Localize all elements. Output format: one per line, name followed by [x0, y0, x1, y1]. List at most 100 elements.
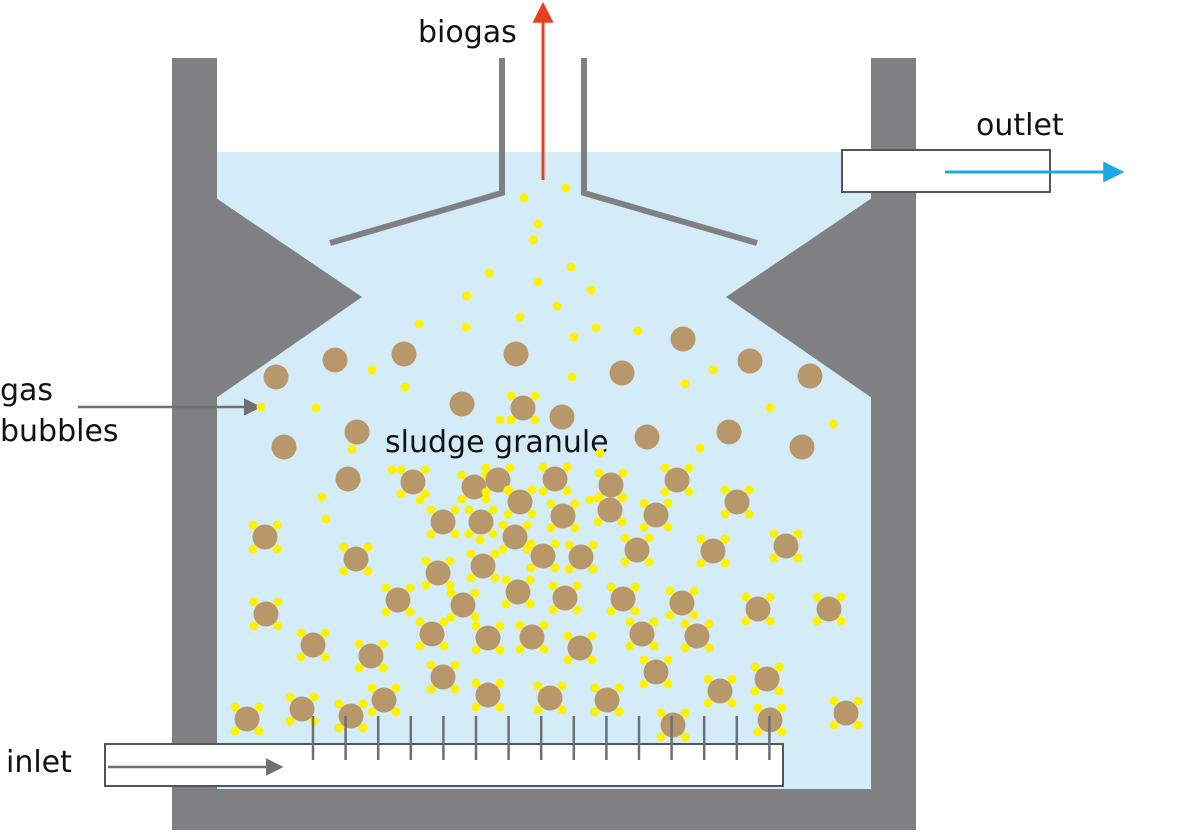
attached-gas-bubble [526, 539, 536, 549]
attached-gas-bubble [703, 674, 713, 684]
gas-bubble [595, 448, 605, 458]
attached-gas-bubble [533, 705, 543, 715]
attached-gas-bubble [539, 644, 549, 654]
sludge-granule-with-bubbles [426, 660, 460, 694]
gas-bubble [256, 402, 266, 412]
attached-gas-bubble [354, 663, 364, 673]
sludge-granule [502, 524, 528, 550]
attached-gas-bubble [644, 533, 654, 543]
sludge-granule [754, 666, 780, 692]
sludge-granule [624, 537, 650, 563]
sludge-granule-with-bubbles [501, 575, 535, 609]
attached-gas-bubble [704, 619, 714, 629]
attached-gas-bubble [354, 639, 364, 649]
attached-gas-bubble [230, 702, 240, 712]
sludge-granule-with-bubbles [639, 655, 673, 689]
sludge-granule-with-bubbles [620, 533, 654, 567]
attached-gas-bubble [488, 529, 498, 539]
gas-bubbles-label-line2: bubbles [0, 414, 119, 449]
sludge-granule-with-bubbles [481, 463, 515, 497]
sludge-granule-with-bubbles [538, 462, 572, 496]
attached-gas-bubble [617, 517, 627, 527]
sludge-granule-with-bubbles [741, 592, 775, 626]
sludge-granule [716, 419, 742, 445]
attached-gas-bubble [405, 607, 415, 617]
sludge-granule [335, 466, 361, 492]
attached-gas-bubble [420, 465, 430, 475]
gas-bubble [533, 219, 543, 229]
sludge-granule-with-bubbles [230, 702, 264, 736]
sludge-granule-label: sludge granule [385, 425, 609, 460]
attached-gas-bubble [765, 616, 775, 626]
attached-gas-bubble [564, 540, 574, 550]
attached-gas-bubble [720, 485, 730, 495]
attached-gas-bubble [617, 493, 627, 503]
sludge-granule-with-bubbles [606, 582, 640, 616]
attached-gas-bubble [774, 662, 784, 672]
sludge-granule-with-bubbles [590, 683, 624, 717]
sludge-granule-with-bubbles [296, 628, 330, 662]
attached-gas-bubble [471, 621, 481, 631]
sludge-granule [594, 687, 620, 713]
attached-gas-bubble [614, 707, 624, 717]
attached-gas-bubble [590, 707, 600, 717]
sludge-granule-with-bubbles [506, 391, 540, 425]
attached-gas-bubble [254, 726, 264, 736]
attached-gas-bubble [689, 586, 699, 596]
attached-gas-bubble [450, 529, 460, 539]
attached-gas-bubble [522, 520, 532, 530]
gas-bubble [475, 535, 485, 545]
gas-bubble [680, 379, 690, 389]
attached-gas-bubble [572, 605, 582, 615]
sludge-granule-with-bubbles [464, 505, 498, 539]
attached-gas-bubble [720, 558, 730, 568]
attached-gas-bubble [727, 698, 737, 708]
biogas-label: biogas [418, 15, 517, 50]
attached-gas-bubble [530, 391, 540, 401]
attached-gas-bubble [501, 599, 511, 609]
attached-gas-bubble [391, 683, 401, 693]
sludge-granule [449, 391, 475, 417]
attached-gas-bubble [296, 652, 306, 662]
attached-gas-bubble [272, 520, 282, 530]
attached-gas-bubble [248, 544, 258, 554]
attached-gas-bubble [590, 683, 600, 693]
gas-bubble [567, 372, 577, 382]
attached-gas-bubble [563, 655, 573, 665]
attached-gas-bubble [684, 463, 694, 473]
attached-gas-bubble [649, 617, 659, 627]
attached-gas-bubble [696, 534, 706, 544]
attached-gas-bubble [285, 716, 295, 726]
attached-gas-bubble [750, 686, 760, 696]
attached-gas-bubble [696, 558, 706, 568]
attached-gas-bubble [367, 707, 377, 717]
gas-bubble [347, 444, 357, 454]
attached-gas-bubble [498, 520, 508, 530]
attached-gas-bubble [829, 696, 839, 706]
attached-gas-bubble [515, 620, 525, 630]
left-deflector [216, 198, 362, 398]
sludge-granule-with-bubbles [396, 465, 430, 499]
sludge-granule [468, 509, 494, 535]
attached-gas-bubble [741, 616, 751, 626]
gas-bubble [462, 291, 472, 301]
attached-gas-bubble [538, 462, 548, 472]
sludge-granule-with-bubbles [446, 588, 480, 622]
attached-gas-bubble [720, 509, 730, 519]
attached-gas-bubble [614, 683, 624, 693]
attached-gas-bubble [777, 727, 787, 737]
attached-gas-bubble [744, 485, 754, 495]
attached-gas-bubble [367, 683, 377, 693]
sludge-granule-with-bubbles [515, 620, 549, 654]
sludge-granules [230, 326, 863, 742]
sludge-granule [552, 585, 578, 611]
attached-gas-bubble [656, 708, 666, 718]
sludge-granule [610, 586, 636, 612]
attached-gas-bubble [446, 612, 456, 622]
left-wall [172, 58, 217, 830]
attached-gas-bubble [774, 686, 784, 696]
attached-gas-bubble [446, 588, 456, 598]
sludge-granule [737, 348, 763, 374]
sludge-granule-with-bubbles [564, 540, 598, 574]
attached-gas-bubble [506, 391, 516, 401]
